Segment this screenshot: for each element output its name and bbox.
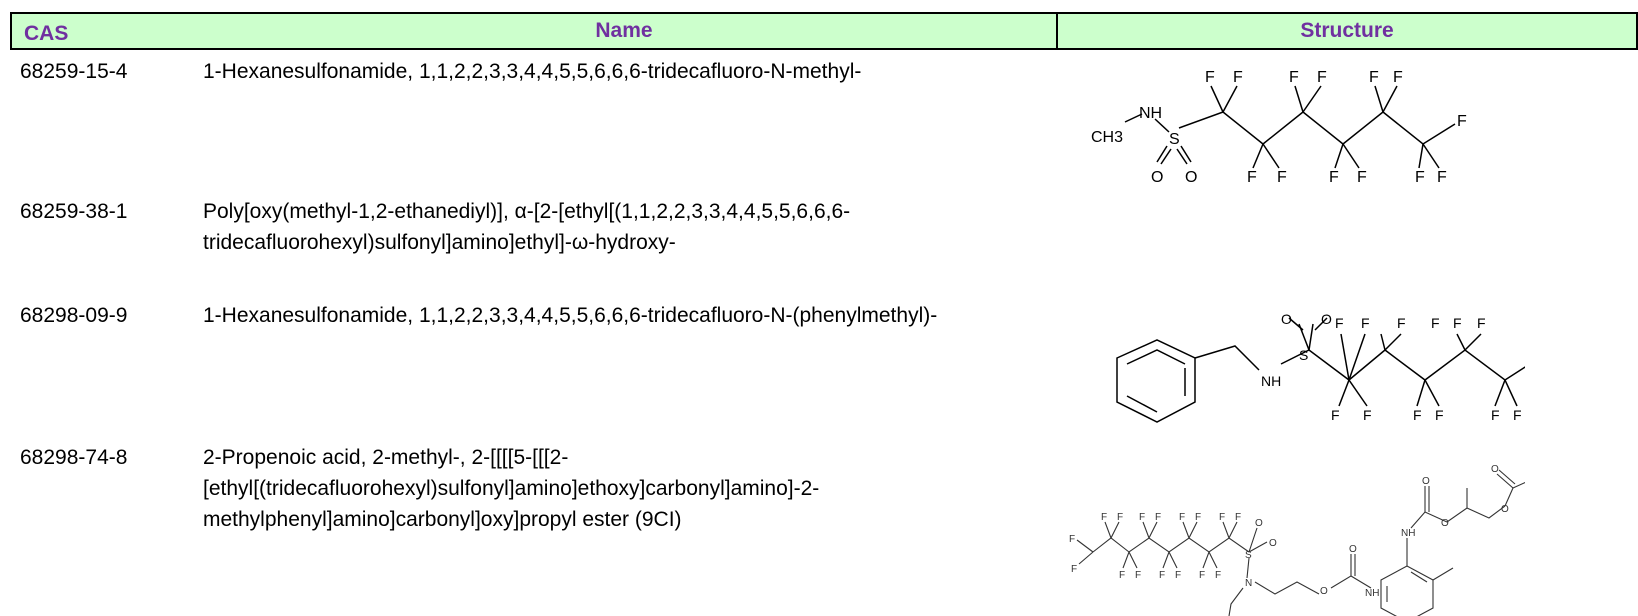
atom-label: NH [1401, 528, 1415, 539]
atom-label: F [1069, 534, 1075, 545]
cas-number: 68259-38-1 [20, 200, 128, 223]
atom-label: F [1117, 512, 1123, 523]
atom-label: F [1457, 113, 1467, 130]
atom-label: F [1329, 169, 1339, 186]
atom-label: S [1245, 550, 1252, 561]
atom-label: F [1235, 512, 1241, 523]
atom-label: F [1135, 570, 1141, 581]
chemical-name: 1-Hexanesulfonamide, 1,1,2,2,3,3,4,4,5,5… [203, 60, 862, 83]
atom-label: NH [1261, 373, 1281, 389]
atom-label: O [1349, 544, 1357, 555]
atom-label: O [1151, 169, 1163, 186]
atom-label: F [1175, 570, 1181, 581]
atom-label: NH [1139, 105, 1162, 122]
atom-label: F [1477, 315, 1486, 331]
table-header: CAS Name Structure [10, 12, 1638, 50]
atom-label: F [1199, 570, 1205, 581]
atom-label: F [1277, 169, 1287, 186]
atom-label: S [1169, 131, 1180, 148]
atom-label: F [1361, 315, 1370, 331]
atom-label: F [1119, 570, 1125, 581]
atom-label: O [1321, 311, 1332, 327]
atom-label: F [1101, 512, 1107, 523]
table-row: 68298-74-8 2-Propenoic acid, 2-methyl-, … [0, 442, 1638, 616]
structure-diagram: CH3 NH S O O F F F F F F F F F F F F F [1091, 69, 1467, 186]
atom-label: F [1071, 564, 1077, 575]
atom-label: F [1289, 69, 1299, 86]
atom-label: F [1491, 407, 1500, 423]
atom-label: F [1435, 407, 1444, 423]
atom-label: F [1453, 315, 1462, 331]
atom-label: F [1513, 407, 1522, 423]
atom-label: F [1155, 512, 1161, 523]
header-name: Name [192, 14, 1058, 48]
atom-label: N [1245, 578, 1252, 589]
atom-label: F [1247, 169, 1257, 186]
atom-label: F [1397, 315, 1406, 331]
atom-label: F [1159, 570, 1165, 581]
atom-label: O [1422, 476, 1430, 487]
atom-label: F [1215, 570, 1221, 581]
structure-diagram: F F F F F F F F F F F F F F F F S O O N [1069, 464, 1525, 616]
cas-number: 68298-09-9 [20, 304, 128, 327]
atom-label: F [1335, 315, 1344, 331]
atom-label: O [1441, 518, 1449, 529]
chemical-name: Poly[oxy(methyl-1,2-ethanediyl)], α-[2-[… [203, 200, 851, 254]
atom-label: NH [1365, 588, 1379, 599]
atom-label: F [1233, 69, 1243, 86]
atom-label: O [1269, 538, 1277, 549]
atom-label: O [1501, 504, 1509, 515]
atom-label: F [1179, 512, 1185, 523]
atom-label: F [1317, 69, 1327, 86]
atom-label: F [1415, 169, 1425, 186]
atom-label: F [1437, 169, 1447, 186]
atom-label: O [1281, 311, 1292, 327]
structure-diagram: NH S O O F F F F F F F F F F F F [1116, 311, 1525, 423]
atom-label: F [1195, 512, 1201, 523]
atom-label: S [1299, 347, 1308, 363]
atom-label: F [1393, 69, 1403, 86]
chemical-name: 1-Hexanesulfonamide, 1,1,2,2,3,3,4,4,5,5… [203, 304, 938, 327]
atom-label: O [1255, 518, 1263, 529]
atom-label: F [1413, 407, 1422, 423]
atom-label: O [1185, 169, 1197, 186]
atom-label: F [1363, 407, 1372, 423]
atom-label: F [1219, 512, 1225, 523]
table-row: 68298-09-9 1-Hexanesulfonamide, 1,1,2,2,… [0, 300, 1638, 440]
cas-number: 68259-15-4 [20, 60, 128, 83]
atom-label: F [1369, 69, 1379, 86]
atom-label: O [1320, 586, 1328, 597]
atom-label: O [1491, 464, 1499, 475]
atom-label: F [1139, 512, 1145, 523]
atom-label: F [1331, 407, 1340, 423]
chemical-name: 2-Propenoic acid, 2-methyl-, 2-[[[[5-[[[… [203, 446, 820, 531]
atom-label: F [1357, 169, 1367, 186]
header-structure: Structure [1300, 19, 1394, 42]
cas-number: 68298-74-8 [20, 446, 128, 469]
atom-label: CH3 [1091, 129, 1123, 146]
atom-label: F [1431, 315, 1440, 331]
header-cas: CAS [24, 22, 69, 45]
table-row: 68259-38-1 Poly[oxy(methyl-1,2-ethanediy… [0, 196, 1638, 276]
table-row: 68259-15-4 1-Hexanesulfonamide, 1,1,2,2,… [0, 56, 1638, 186]
atom-label: F [1205, 69, 1215, 86]
